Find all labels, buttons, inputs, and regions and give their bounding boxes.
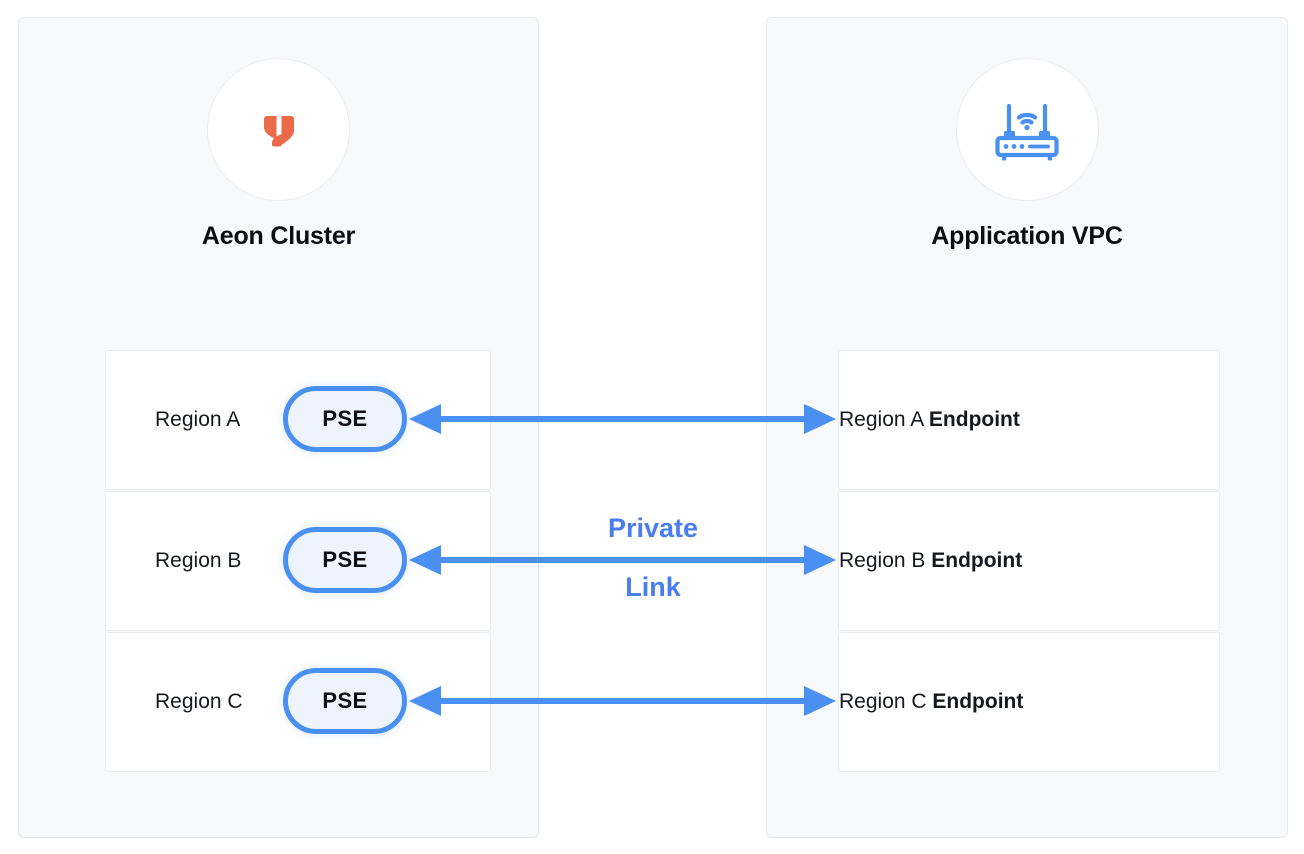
application-vpc-header: Application VPC — [767, 58, 1287, 251]
private-link-label-line2: Link — [625, 572, 681, 602]
pse-node-region-c[interactable]: PSE — [283, 668, 407, 734]
pse-label-c: PSE — [322, 688, 368, 713]
aeon-logo-icon — [207, 58, 350, 201]
pse-label-b: PSE — [322, 547, 368, 572]
endpoint-label-b: Region B Endpoint — [839, 549, 1023, 572]
endpoint-label-a: Region A Endpoint — [839, 408, 1020, 431]
aeon-cluster-panel: Aeon Cluster Region A Region B Region C — [18, 17, 539, 838]
pse-label-a: PSE — [322, 406, 368, 431]
pse-node-region-b[interactable]: PSE — [283, 527, 407, 593]
pse-node-region-a[interactable]: PSE — [283, 386, 407, 452]
application-vpc-title: Application VPC — [931, 222, 1123, 250]
endpoint-row-a[interactable]: Region A Endpoint — [838, 350, 1220, 490]
region-label-a: Region A — [155, 408, 241, 431]
endpoint-row-c[interactable]: Region C Endpoint — [838, 632, 1220, 772]
region-label-b: Region B — [155, 549, 242, 572]
region-label-c: Region C — [155, 690, 243, 713]
aeon-cluster-title: Aeon Cluster — [201, 222, 356, 250]
aeon-cluster-header: Aeon Cluster — [19, 58, 538, 251]
application-vpc-panel: Application VPC Region A Endpoint Region… — [766, 17, 1288, 838]
private-link-label-line1: Private — [607, 513, 699, 543]
endpoint-label-c: Region C Endpoint — [839, 690, 1024, 713]
endpoint-row-b[interactable]: Region B Endpoint — [838, 491, 1220, 631]
router-icon — [955, 58, 1099, 201]
